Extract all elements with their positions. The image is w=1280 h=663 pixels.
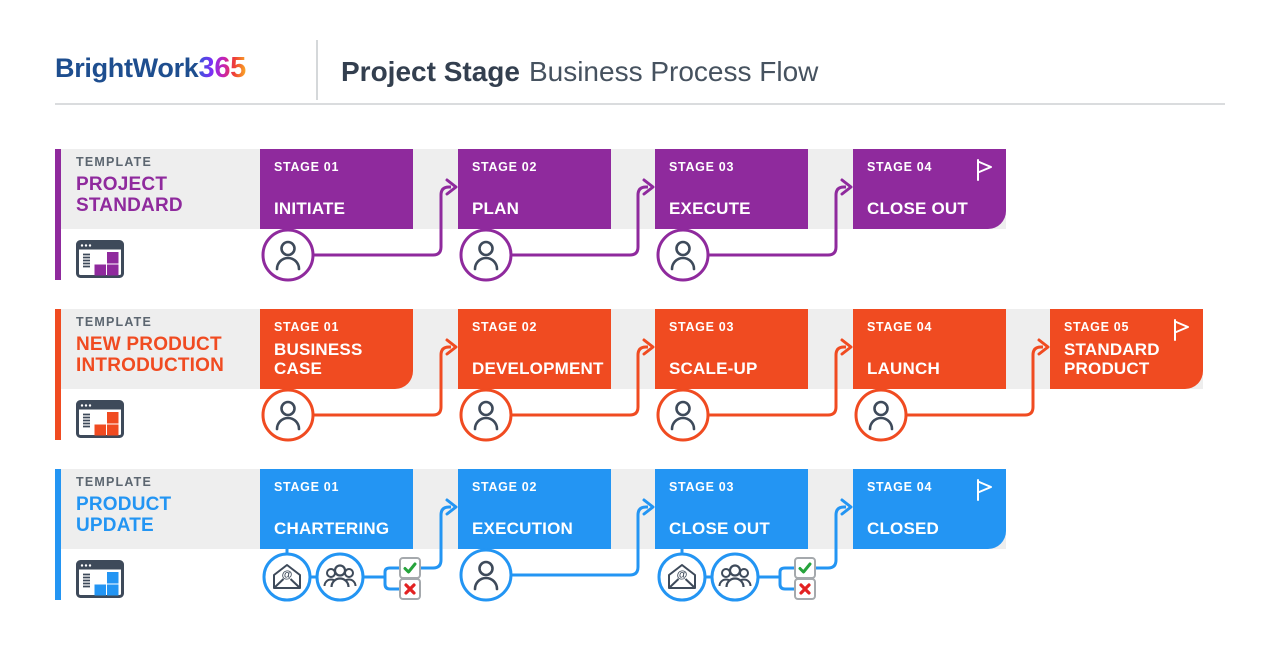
stage-box-chartering: STAGE 01 CHARTERING [260, 469, 413, 549]
brightwork365-logo: BrightWork365 [55, 52, 246, 85]
template-name: PRODUCT UPDATE [76, 494, 172, 536]
template-icon [76, 240, 124, 278]
stage-name: PLAN [472, 199, 520, 218]
stage-number-label: STAGE 03 [669, 160, 735, 174]
stage-box-close-out-pu: STAGE 03 CLOSE OUT [655, 469, 808, 549]
stage-number-label: STAGE 04 [867, 320, 933, 334]
team-approval-icon [710, 552, 760, 602]
stage-number-label: STAGE 05 [1064, 320, 1130, 334]
approve-icon [399, 557, 421, 579]
stage-number-label: STAGE 04 [867, 160, 933, 174]
stage-name: EXECUTION [472, 519, 573, 538]
stage-number-label: STAGE 02 [472, 160, 538, 174]
person-icon [459, 388, 513, 442]
person-icon [656, 228, 710, 282]
template-info: TEMPLATE PRODUCT UPDATE [76, 475, 171, 536]
template-name: NEW PRODUCT INTRODUCTION [76, 334, 225, 376]
stage-name: SCALE-UP [669, 359, 758, 378]
stage-box-scale-up: STAGE 03 SCALE-UP [655, 309, 808, 389]
stage-box-initiate: STAGE 01 INITIATE [260, 149, 413, 229]
stage-name: CLOSE OUT [867, 199, 968, 218]
person-icon [854, 388, 908, 442]
stage-track-band [55, 309, 1203, 389]
stage-box-launch: STAGE 04 LAUNCH [853, 309, 1006, 389]
stage-box-closed: STAGE 04 CLOSED [853, 469, 1006, 549]
stage-number-label: STAGE 01 [274, 320, 340, 334]
stage-number-label: STAGE 03 [669, 480, 735, 494]
stage-name: STANDARD PRODUCT [1064, 340, 1160, 378]
flag-icon [1174, 319, 1189, 341]
template-label: TEMPLATE [76, 155, 153, 169]
stage-number-label: STAGE 02 [472, 320, 538, 334]
header-vertical-divider [316, 40, 318, 100]
template-color-bar [55, 469, 61, 600]
stage-box-close-out: STAGE 04 CLOSE OUT [853, 149, 1006, 229]
person-icon [459, 548, 513, 602]
svg-text:@: @ [282, 569, 293, 581]
page-title-primary: Project Stage [341, 56, 520, 87]
stage-name: LAUNCH [867, 359, 940, 378]
template-label: TEMPLATE [76, 315, 153, 329]
template-icon [76, 400, 124, 438]
stage-box-standard-product: STAGE 05 STANDARD PRODUCT [1050, 309, 1203, 389]
template-info: TEMPLATE PROJECT STANDARD [76, 155, 183, 216]
stage-number-label: STAGE 03 [669, 320, 735, 334]
reject-icon [794, 578, 816, 600]
person-icon [261, 228, 315, 282]
stage-name: INITIATE [274, 199, 346, 218]
svg-text:@: @ [677, 569, 688, 581]
stage-name: CHARTERING [274, 519, 390, 538]
team-approval-icon [315, 552, 365, 602]
email-approval-icon: @ [657, 552, 707, 602]
template-name: PROJECT STANDARD [76, 174, 183, 216]
stage-number-label: STAGE 02 [472, 480, 538, 494]
person-icon [261, 388, 315, 442]
approve-icon [794, 557, 816, 579]
stage-number-label: STAGE 01 [274, 480, 340, 494]
stage-box-execution: STAGE 02 EXECUTION [458, 469, 611, 549]
stage-box-development: STAGE 02 DEVELOPMENT [458, 309, 611, 389]
flag-icon [977, 479, 992, 501]
email-approval-icon: @ [262, 552, 312, 602]
stage-number-label: STAGE 04 [867, 480, 933, 494]
page-title-secondary: Business Process Flow [528, 56, 819, 87]
template-color-bar [55, 149, 61, 280]
template-label: TEMPLATE [76, 475, 153, 489]
template-icon [76, 560, 124, 598]
person-icon [459, 228, 513, 282]
reject-icon [399, 578, 421, 600]
logo-brand-text: BrightWork [55, 53, 199, 83]
flag-icon [977, 159, 992, 181]
stage-box-plan: STAGE 02 PLAN [458, 149, 611, 229]
template-info: TEMPLATE NEW PRODUCT INTRODUCTION [76, 315, 224, 376]
template-row-product-update: TEMPLATE PRODUCT UPDATE STAGE 01 CHARTER… [0, 469, 1280, 629]
stage-box-business-case: STAGE 01 BUSINESS CASE [260, 309, 413, 389]
stage-name: DEVELOPMENT [472, 359, 604, 378]
page-title: Project Stage Business Process Flow [341, 56, 818, 88]
template-row-new-product-introduction: TEMPLATE NEW PRODUCT INTRODUCTION STAGE … [0, 309, 1280, 469]
stage-number-label: STAGE 01 [274, 160, 340, 174]
logo-365-text: 365 [198, 52, 247, 84]
template-row-project-standard: TEMPLATE PROJECT STANDARD STAGE 01 INITI… [0, 149, 1280, 309]
stage-name: CLOSED [867, 519, 940, 538]
stage-name: BUSINESS CASE [274, 340, 363, 378]
stage-box-execute: STAGE 03 EXECUTE [655, 149, 808, 229]
stage-name: CLOSE OUT [669, 519, 770, 538]
person-icon [656, 388, 710, 442]
stage-name: EXECUTE [669, 199, 751, 218]
header-rule [55, 103, 1225, 105]
template-color-bar [55, 309, 61, 440]
